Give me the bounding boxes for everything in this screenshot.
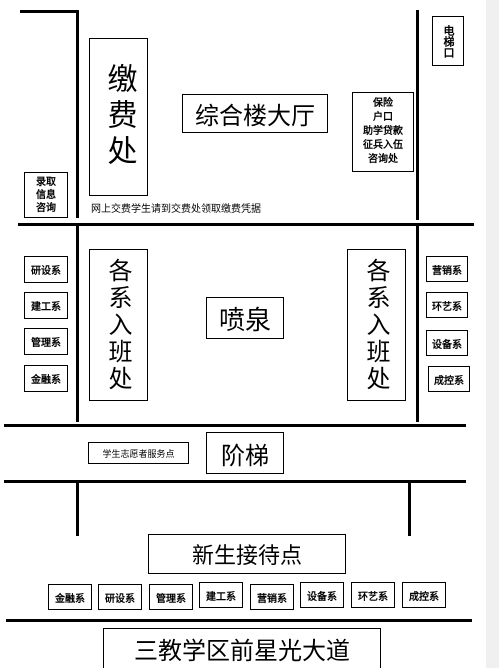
right-dept-3: 设备系: [426, 330, 468, 356]
top-left-wall: [20, 10, 78, 13]
left-dept-2: 建工系: [24, 292, 68, 319]
reception-dept-1: 金融系: [48, 584, 92, 610]
volunteer-point: 学生志愿者服务点: [88, 442, 189, 464]
right-edge-strip: [486, 0, 499, 668]
reception-dept-5: 营销系: [250, 584, 294, 610]
stairs-bottom-line: [4, 480, 466, 483]
right-dept-4: 成控系: [428, 366, 470, 392]
admission-info-box: 录取信息咨询: [24, 172, 68, 218]
avenue-label: 三教学区前星光大道: [103, 628, 381, 668]
fountain-label: 喷泉: [206, 297, 284, 339]
right-dept-2: 环艺系: [426, 292, 468, 318]
services-box: 保险 户口 助学贷款 征兵入伍 咨询处: [352, 92, 414, 172]
left-dept-1: 研设系: [24, 256, 68, 283]
reception-dept-4: 建工系: [199, 582, 243, 608]
service-insurance: 保险: [373, 98, 393, 109]
reception-label: 新生接待点: [148, 534, 346, 574]
service-residence: 户口: [373, 112, 393, 123]
left-vertical-wall: [76, 10, 79, 218]
right-lower-vertical: [408, 480, 411, 536]
elevator-label: 电梯口: [432, 16, 464, 66]
right-lower-wall: [416, 226, 419, 422]
right-vertical-wall: [416, 10, 419, 220]
left-lower-wall: [76, 226, 79, 422]
class-office-left: 各系入班处: [89, 249, 148, 401]
service-consultation: 咨询处: [368, 154, 398, 165]
payment-office: 缴费处: [89, 38, 148, 196]
hall-label: 综合楼大厅: [182, 94, 328, 133]
mid-horizontal-wall: [18, 223, 474, 226]
left-dept-3: 管理系: [24, 328, 68, 355]
reception-dept-7: 环艺系: [351, 582, 395, 608]
reception-dept-2: 研设系: [98, 584, 142, 610]
stairs-top-line: [4, 424, 466, 427]
service-student-loan: 助学贷款: [363, 126, 403, 137]
reception-dept-3: 管理系: [149, 584, 193, 610]
reception-dept-6: 设备系: [300, 582, 344, 608]
reception-dept-8: 成控系: [402, 582, 446, 608]
left-dept-4: 金融系: [24, 365, 68, 392]
payment-note: 网上交费学生请到交费处领取缴费凭据: [91, 204, 261, 215]
left-lower-vertical: [76, 480, 79, 536]
avenue-line: [6, 619, 472, 622]
class-office-right: 各系入班处: [347, 249, 406, 401]
right-dept-1: 营销系: [426, 256, 468, 282]
stairs-label: 阶梯: [206, 432, 284, 474]
service-enlistment: 征兵入伍: [363, 140, 403, 151]
